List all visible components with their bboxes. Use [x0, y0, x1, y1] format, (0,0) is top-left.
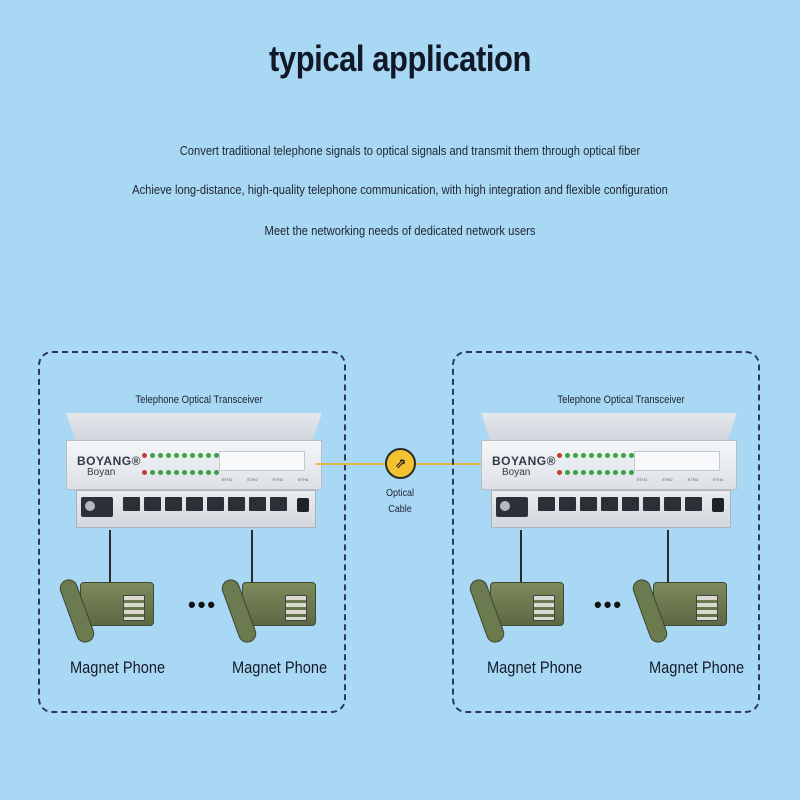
magnet-phone-icon — [57, 576, 158, 648]
rj45-port — [622, 497, 639, 511]
rj45-port — [664, 497, 681, 511]
led-indicator-panel — [557, 453, 634, 483]
ellipsis: ••• — [188, 592, 218, 617]
device-front-panel: BOYANG® Boyan ETH1 ETH2 ETH3 ETH4 — [481, 440, 737, 490]
rj45-port — [559, 497, 576, 511]
phone-wire — [667, 530, 669, 582]
device-top-cover — [66, 413, 322, 443]
device-rear-panel — [491, 490, 731, 528]
rj45-port — [601, 497, 618, 511]
rj45-port — [270, 497, 287, 511]
magnet-phone-icon — [630, 576, 731, 648]
eth-labels: ETH1 ETH2 ETH3 ETH4 — [222, 477, 309, 482]
phone-label: Magnet Phone — [70, 658, 166, 677]
rj45-port — [165, 497, 182, 511]
feature-line-2: Achieve long-distance, high-quality tele… — [132, 182, 668, 197]
phone-label: Magnet Phone — [232, 658, 328, 677]
phone-wire — [109, 530, 111, 582]
site-a-group — [38, 351, 346, 713]
display-window — [634, 451, 720, 471]
feature-line-3: Meet the networking needs of dedicated n… — [264, 223, 536, 238]
fiber-cable-left — [316, 463, 388, 465]
page-title: typical application — [269, 38, 531, 79]
optical-cable-label: Optical Cable — [385, 488, 415, 515]
rj45-port — [144, 497, 161, 511]
transceiver-right: BOYANG® Boyan ETH1 ETH2 ETH3 ETH4 — [481, 413, 737, 531]
brand-logo: BOYANG® — [492, 454, 556, 468]
power-port — [297, 498, 309, 512]
brand-sub-logo: Boyan — [87, 467, 116, 478]
magnet-phone-icon — [219, 576, 320, 648]
rj45-port — [249, 497, 266, 511]
rj45-port — [643, 497, 660, 511]
fiber-cable-right — [414, 463, 482, 465]
brand-logo: BOYANG® — [77, 454, 141, 468]
device-top-cover — [481, 413, 737, 443]
ellipsis: ••• — [594, 592, 624, 617]
fiber-port — [496, 497, 528, 517]
eth-labels: ETH1 ETH2 ETH3 ETH4 — [637, 477, 724, 482]
device-rear-panel — [76, 490, 316, 528]
phone-label: Magnet Phone — [487, 658, 583, 677]
site-b-group — [452, 351, 760, 713]
fiber-port — [81, 497, 113, 517]
phone-wire — [520, 530, 522, 582]
rj45-port — [186, 497, 203, 511]
led-indicator-panel — [142, 453, 219, 483]
rj45-port — [538, 497, 555, 511]
device-label-left: Telephone Optical Transceiver — [135, 394, 263, 406]
phone-wire — [251, 530, 253, 582]
phone-label: Magnet Phone — [649, 658, 745, 677]
power-port — [712, 498, 724, 512]
brand-sub-logo: Boyan — [502, 467, 531, 478]
rj45-port — [685, 497, 702, 511]
rj45-port — [580, 497, 597, 511]
device-label-right: Telephone Optical Transceiver — [557, 394, 685, 406]
rj45-port — [123, 497, 140, 511]
feature-line-1: Convert traditional telephone signals to… — [179, 143, 641, 158]
display-window — [219, 451, 305, 471]
rj45-port — [228, 497, 245, 511]
optical-fiber-icon: ⇗ — [385, 448, 416, 479]
magnet-phone-icon — [467, 576, 568, 648]
transceiver-left: BOYANG® Boyan ETH1 ETH2 ETH3 ETH4 — [66, 413, 322, 531]
rj45-port — [207, 497, 224, 511]
device-front-panel: BOYANG® Boyan ETH1 ETH2 ETH3 ETH4 — [66, 440, 322, 490]
